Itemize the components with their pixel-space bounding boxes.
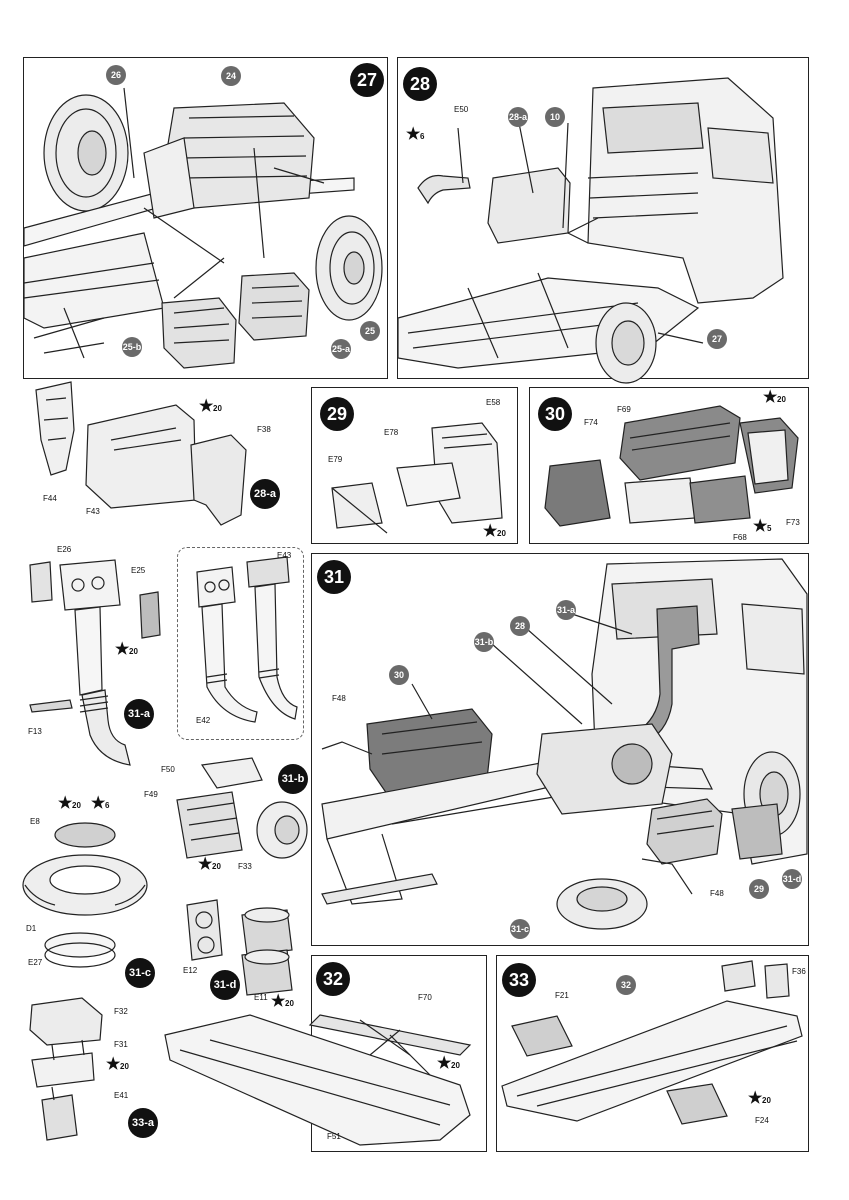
ref-32: 32 [616, 975, 636, 995]
ref-25-b: 25-b [122, 337, 142, 357]
label-F48-bottom: F48 [710, 889, 724, 898]
step-32-number: 32 [316, 962, 350, 996]
step-27-panel: 27 26 24 25-b 25-a 25 [23, 57, 388, 379]
label-F24: F24 [755, 1116, 769, 1125]
ref-28: 28 [510, 616, 530, 636]
label-E50: E50 [454, 105, 469, 114]
step-31c-illustration [22, 822, 148, 968]
step-29-panel: 29 E58 E78 E79 ★20 [311, 387, 518, 544]
label-F49: F49 [144, 790, 158, 799]
label-F36: F36 [792, 967, 806, 976]
step-31d-illustration [186, 899, 293, 996]
paint-ref-20-28a: ★20 [199, 398, 222, 415]
step-33-illustration [501, 960, 803, 1125]
step-31a-illustration [29, 559, 161, 766]
substep-31-b: 31-b [278, 764, 308, 794]
substep-31-a: 31-a [124, 699, 154, 729]
ref-27: 27 [707, 329, 727, 349]
label-F32: F32 [114, 1007, 128, 1016]
step-32-illustration [164, 1014, 472, 1146]
label-E41: E41 [114, 1091, 129, 1100]
label-F69: F69 [617, 405, 631, 414]
label-F73: F73 [786, 518, 800, 527]
ref-31-d: 31-d [782, 869, 802, 889]
step-27-illustration [23, 87, 383, 369]
ref-25-a: 25-a [331, 339, 351, 359]
step-30-illustration [544, 405, 799, 527]
label-E42: E42 [196, 716, 211, 725]
label-E25: E25 [131, 566, 146, 575]
paint-ref-20-31a: ★20 [115, 641, 138, 658]
label-F74: F74 [584, 418, 598, 427]
paint-ref-20-32: ★20 [437, 1055, 460, 1072]
label-F68: F68 [733, 533, 747, 542]
label-F70: F70 [418, 993, 432, 1002]
substep-33-a: 33-a [128, 1108, 158, 1138]
paint-ref-20-30: ★20 [763, 389, 786, 406]
step-31-number: 31 [317, 560, 351, 594]
step-29-number: 29 [320, 397, 354, 431]
detail-inset-illustration [196, 556, 298, 723]
ref-25: 25 [360, 321, 380, 341]
label-E78: E78 [384, 428, 399, 437]
label-F50: F50 [161, 765, 175, 774]
step-31b-illustration [176, 757, 308, 859]
substep-28-a: 28-a [250, 479, 280, 509]
ref-29: 29 [749, 879, 769, 899]
paint-ref-6: ★6 [406, 126, 425, 143]
paint-ref-20-31c: ★20 [58, 795, 81, 812]
ref-28-a: 28-a [508, 107, 528, 127]
step-33a-illustration [29, 997, 103, 1141]
label-E58: E58 [486, 398, 501, 407]
paint-ref-6-31c: ★6 [91, 795, 110, 812]
step-30-number: 30 [538, 397, 572, 431]
ref-24: 24 [221, 66, 241, 86]
step-31-panel: 31 31-a 31-b 28 30 29 31-d 31-c F48 F48 [311, 553, 809, 946]
paint-ref-20-29: ★20 [483, 523, 506, 540]
step-28-panel: 28 E50 ★6 28-a 10 27 [397, 57, 809, 384]
paint-ref-20-31d: ★20 [271, 993, 294, 1010]
label-F38: F38 [257, 425, 271, 434]
label-F21: F21 [555, 991, 569, 1000]
ref-31-a: 31-a [556, 600, 576, 620]
step-28a-illustration [35, 381, 247, 526]
step-30-panel: 30 F69 F74 F68 F73 ★20 ★5 [529, 387, 809, 544]
step-29-illustration [331, 422, 503, 534]
label-D1: D1 [26, 924, 37, 933]
label-E26: E26 [57, 545, 72, 554]
label-E12: E12 [183, 966, 198, 975]
label-F33: F33 [238, 862, 252, 871]
ref-30: 30 [389, 665, 409, 685]
step-28-illustration [397, 77, 784, 384]
step-33-panel: 33 32 F21 F36 F24 ★20 [496, 955, 809, 1152]
paint-ref-20-33a: ★20 [106, 1056, 129, 1073]
label-E79: E79 [328, 455, 343, 464]
label-E11: E11 [254, 993, 268, 1002]
label-F51: F51 [327, 1132, 341, 1141]
label-F43: F43 [86, 507, 100, 516]
step-28-number: 28 [403, 67, 437, 101]
step-33-number: 33 [502, 963, 536, 997]
paint-ref-20-31b: ★20 [198, 856, 221, 873]
ref-31-b: 31-b [474, 632, 494, 652]
label-F48-top: F48 [332, 694, 346, 703]
detail-inset-31a [177, 547, 304, 740]
ref-31-c: 31-c [510, 919, 530, 939]
label-F44: F44 [43, 494, 57, 503]
label-F13: F13 [28, 727, 42, 736]
label-E43: E43 [277, 551, 292, 560]
step-27-number: 27 [350, 63, 384, 97]
label-E27: E27 [28, 958, 43, 967]
paint-ref-5-30: ★5 [753, 518, 772, 535]
substep-31-d: 31-d [210, 970, 240, 1000]
paint-ref-20-33: ★20 [748, 1090, 771, 1107]
step-31-illustration [321, 558, 808, 930]
label-E8: E8 [30, 817, 40, 826]
ref-26: 26 [106, 65, 126, 85]
substep-31-c: 31-c [125, 958, 155, 988]
label-F31: F31 [114, 1040, 128, 1049]
ref-10: 10 [545, 107, 565, 127]
